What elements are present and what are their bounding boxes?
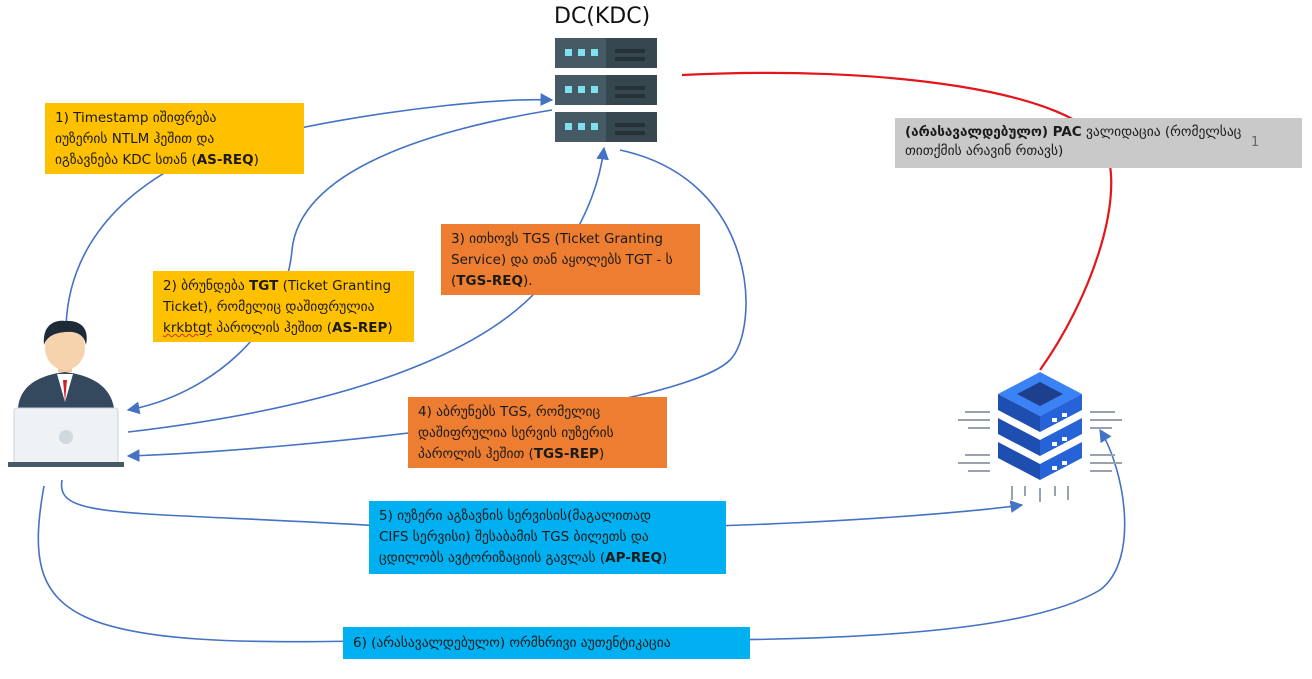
tgs-rep-label: TGS-REP (533, 446, 599, 462)
curve-tgs-rep (126, 149, 747, 462)
service-server-icon (958, 372, 1122, 502)
as-req-label: AS-REQ (196, 152, 254, 168)
step-3-line-2: Service) და თან აყოლებს TGT - ს (451, 252, 673, 268)
user-laptop-icon (8, 320, 124, 467)
curve-tgs-req (127, 146, 609, 433)
step-5-line-3: ცდილობს ავტორიზაციის გავლას (AP-REQ) (379, 550, 668, 566)
step-4-line-2: დაშიფრულია სერვის იუზერის (418, 425, 614, 441)
curve-as-rep (126, 109, 553, 415)
step-6-box: 6) (არასავალდებულო) ორმხრივი აუთენტიკაცი… (343, 627, 750, 659)
step-1-line-3: იგზავნება KDC სთან (AS-REQ) (55, 152, 259, 168)
step-3-line-3: (TGS-REQ). (451, 273, 533, 289)
tgs-req-label: TGS-REQ (456, 273, 523, 289)
dc-title: DC(KDC) (554, 4, 651, 29)
step-2-line-3: krkbtgt პაროლის ჰეშით (AS-REP) (163, 320, 393, 336)
pac-validation-note: (არასავალდებულო) PAC ვალიდაცია (რომელსაც… (895, 118, 1302, 168)
step-3-box: 3) ითხოვს TGS (Ticket Granting Service) … (441, 224, 700, 295)
step-1-line-1: 1) Timestamp იშიფრება (55, 110, 217, 126)
step-5-box: 5) იუზერი აგზავნის სერვისის(მაგალითად CI… (369, 501, 726, 574)
step-4-box: 4) აბრუნებს TGS, რომელიც დაშიფრულია სერვ… (408, 397, 667, 468)
step-1-box: 1) Timestamp იშიფრება იუზერის NTLM ჰეშით… (45, 103, 304, 174)
tgt-label: TGT (249, 278, 279, 294)
step-2-line-1: 2) ბრუნდება TGT (Ticket Granting (163, 278, 392, 294)
stray-mark: 1 (1251, 135, 1260, 150)
step-5-line-2: CIFS სერვისი) შესაბამის TGS ბილეთს და (379, 529, 649, 545)
step-4-line-1: 4) აბრუნებს TGS, რომელიც (418, 404, 601, 420)
pac-note-line-1: (არასავალდებულო) PAC ვალიდაცია (რომელსაც (905, 124, 1242, 140)
pac-note-bold: (არასავალდებულო) PAC (905, 124, 1082, 140)
pac-note-line-2: თითქმის არავინ რთავს) (905, 143, 1064, 159)
step-5-line-1: 5) იუზერი აგზავნის სერვისის(მაგალითად (379, 508, 652, 524)
step-3-line-1: 3) ითხოვს TGS (Ticket Granting (451, 231, 663, 247)
ap-req-label: AP-REQ (605, 550, 662, 566)
step-4-line-3: პაროლის ჰეშით (TGS-REP) (418, 446, 605, 462)
as-rep-label: AS-REP (332, 320, 388, 336)
dc-server-icon (555, 38, 657, 142)
step-2-line-2: Ticket), რომელიც დაშიფრულია (163, 299, 375, 315)
step-2-box: 2) ბრუნდება TGT (Ticket Granting Ticket)… (153, 271, 414, 342)
step-6-line-1: 6) (არასავალდებულო) ორმხრივი აუთენტიკაცი… (353, 635, 671, 651)
step-1-line-2: იუზერის NTLM ჰეშით და (55, 131, 215, 147)
